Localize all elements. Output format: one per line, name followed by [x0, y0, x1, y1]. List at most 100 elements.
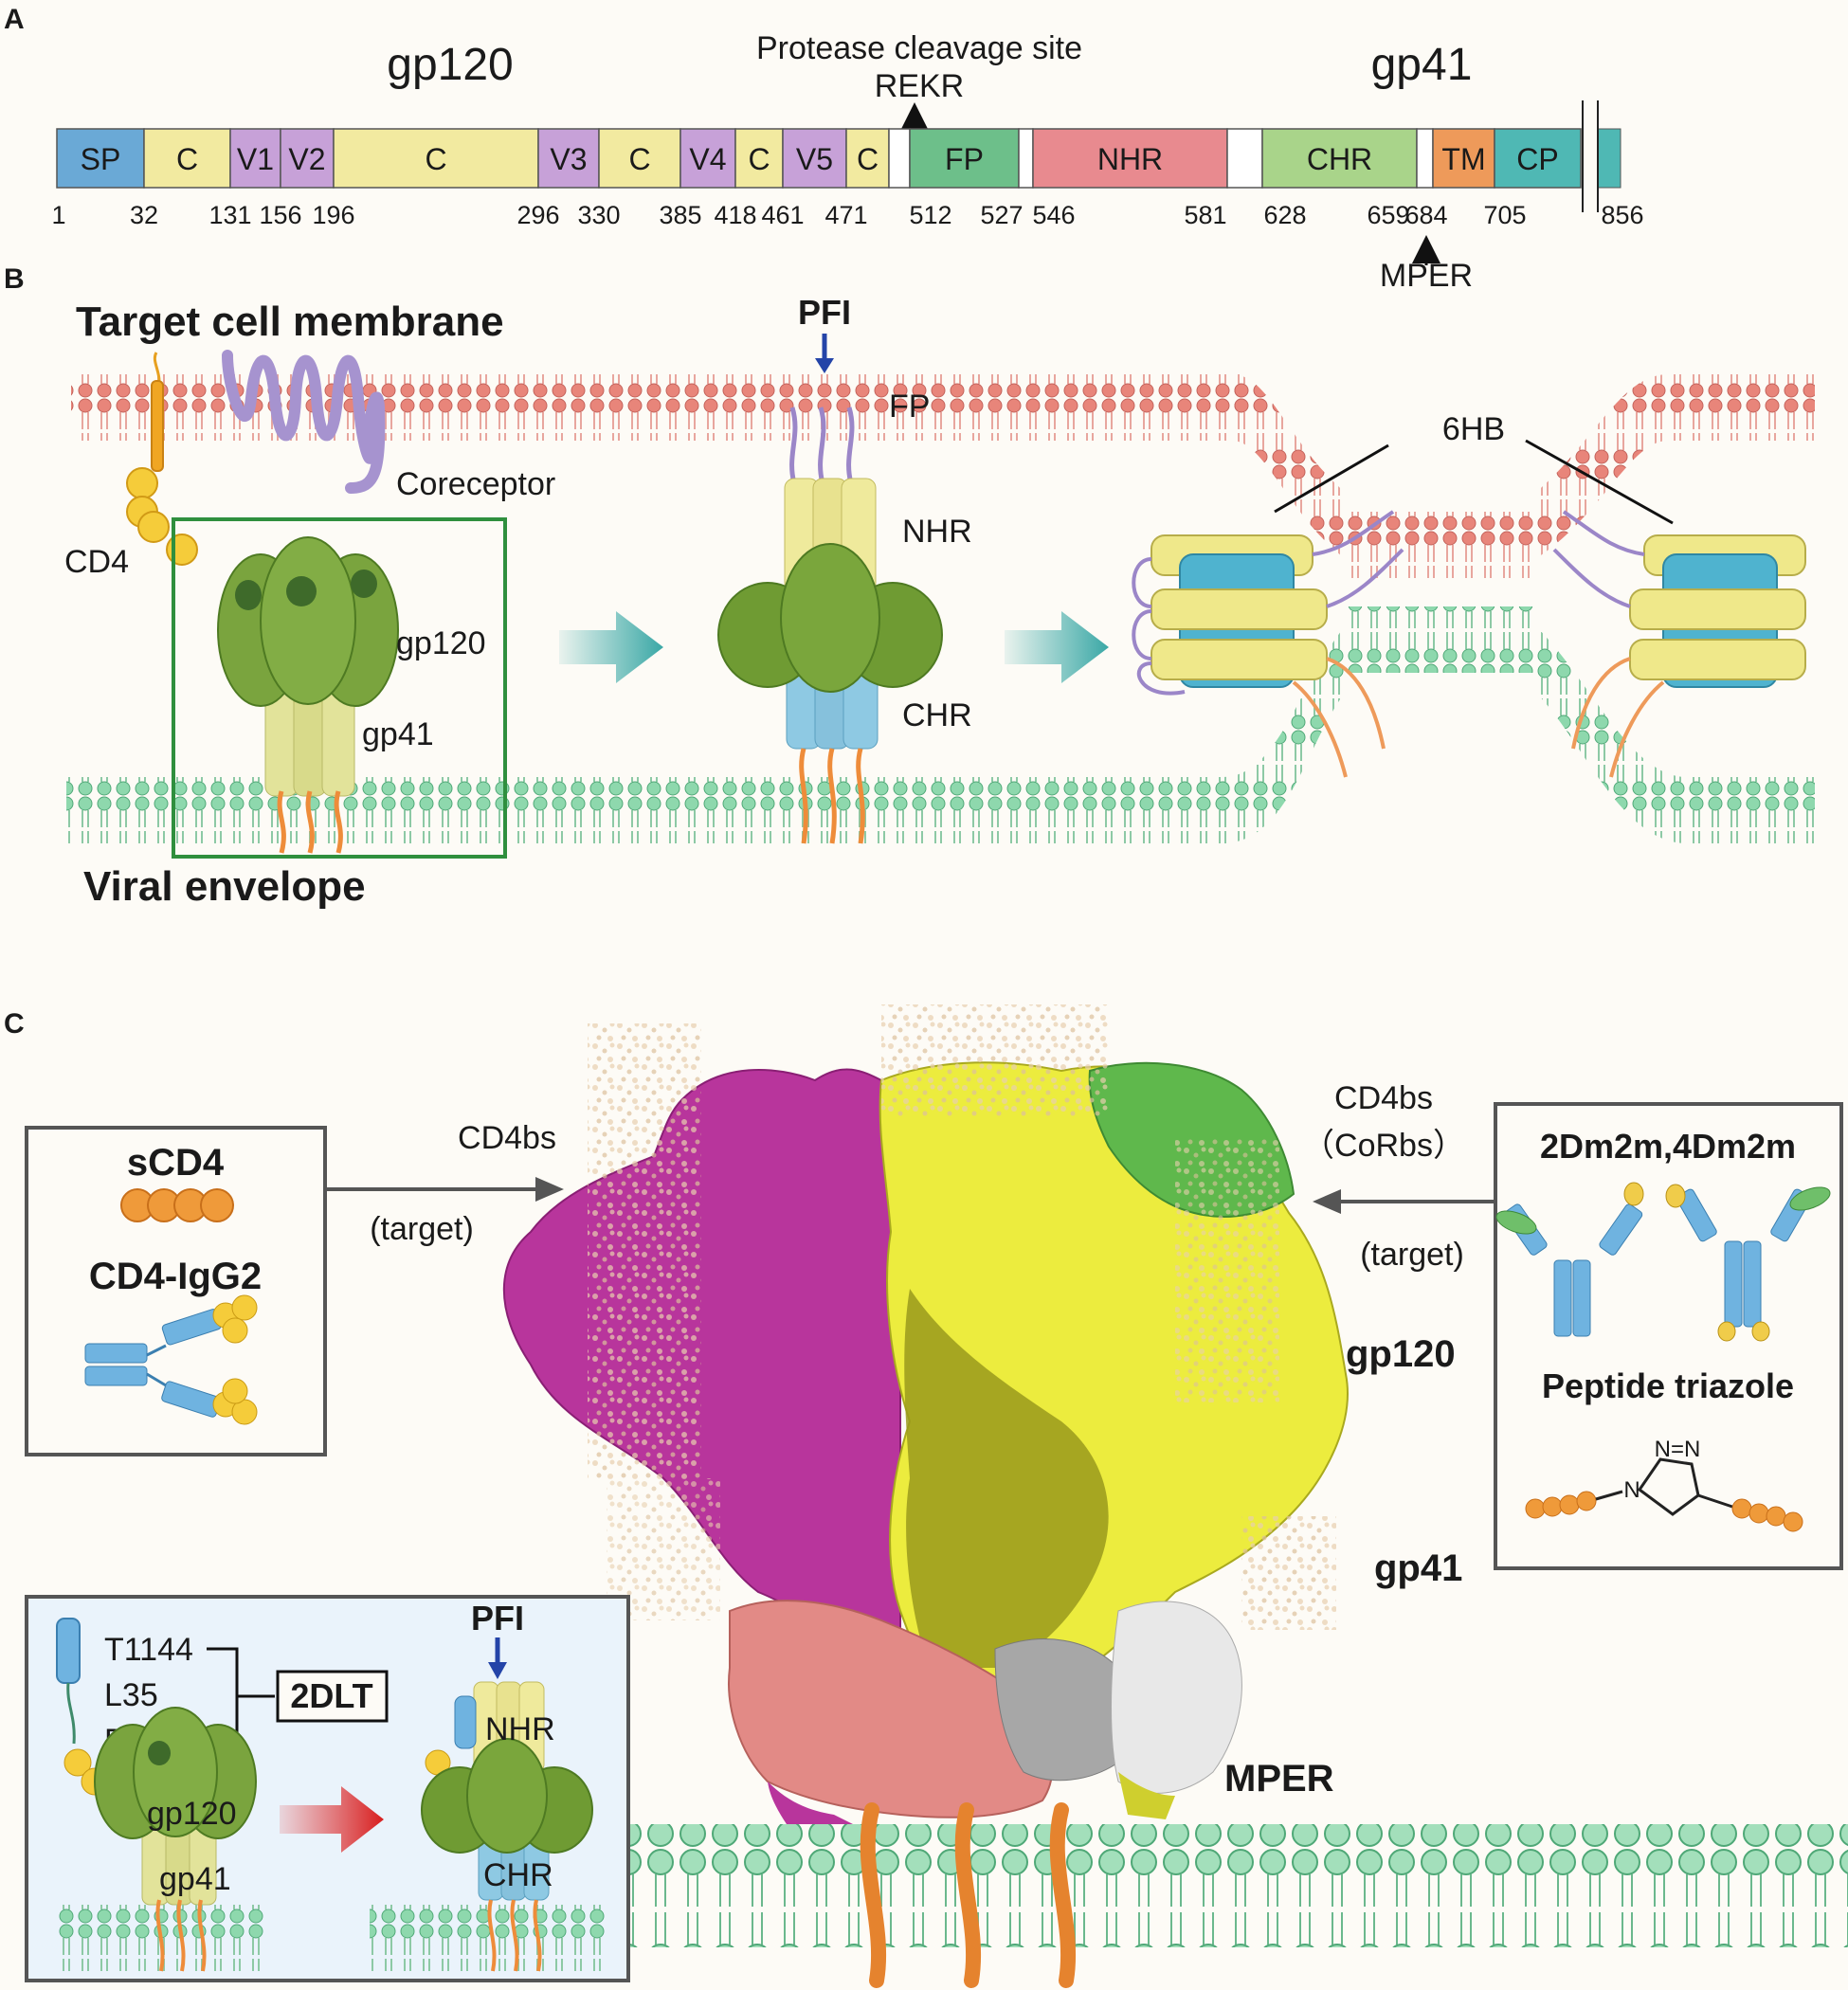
domain-segment — [1261, 128, 1418, 189]
prehairpin-intermediate — [717, 407, 943, 844]
domain-segment — [143, 128, 231, 189]
residue-position: 856 — [1601, 201, 1643, 229]
prefusion-trimer — [217, 536, 399, 854]
panel-b: B Target cell membrane Viral envelope CD… — [4, 263, 1815, 910]
domain-segment-label: CHR — [1307, 142, 1372, 176]
gp41-label-c: gp41 — [1374, 1547, 1462, 1589]
target-membrane-label: Target cell membrane — [76, 298, 504, 345]
domain-segment-label: C — [748, 142, 770, 176]
domain-segment — [1432, 128, 1495, 189]
panel-letter-b: B — [4, 263, 25, 295]
env-trimer-structure — [502, 1004, 1349, 1824]
dm2m-label: 2Dm2m,4Dm2m — [1540, 1127, 1796, 1166]
mper-label-c: MPER — [1224, 1758, 1334, 1800]
domain-segment-label: C — [425, 142, 446, 176]
nhr-label-c: NHR — [485, 1711, 555, 1747]
corbs-label: （CoRbs） — [1302, 1128, 1465, 1164]
triazole-structure-icon — [1525, 1457, 1803, 1532]
domain-segment — [1494, 128, 1582, 189]
domain-segment-label: SP — [81, 142, 121, 176]
gp120-label-b: gp120 — [396, 625, 486, 661]
rekr-label: REKR — [875, 68, 964, 104]
residue-position: 546 — [1032, 201, 1075, 229]
domain-segment-label: V2 — [288, 142, 325, 176]
residue-position: 131 — [208, 201, 251, 229]
residue-position: 330 — [577, 201, 620, 229]
target-membrane-dip-left — [1232, 374, 1346, 559]
domain-segment-label: V5 — [796, 142, 833, 176]
domain-segment-label: V1 — [237, 142, 274, 176]
transition-arrow-1 — [559, 611, 663, 683]
domain-segment-label: C — [176, 142, 198, 176]
viral-envelope-rise — [1346, 606, 1535, 673]
t1144-label: T1144 — [104, 1632, 193, 1668]
domain-segment — [782, 128, 847, 189]
twodlt-box — [276, 1670, 389, 1723]
dm2m-box — [1494, 1102, 1843, 1570]
fp-label-b: FP — [889, 389, 930, 425]
triazole-nn-label: N=N — [1655, 1437, 1701, 1462]
residue-position: 705 — [1483, 201, 1526, 229]
residue-position: 196 — [312, 201, 354, 229]
target-label-right: (target) — [1360, 1237, 1464, 1273]
chr-label-b: CHR — [902, 697, 972, 733]
domain-segment-label: CP — [1516, 142, 1558, 176]
viral-envelope-left — [66, 777, 1232, 843]
inset-transition-arrow — [280, 1786, 384, 1853]
coreceptor-icon — [222, 350, 386, 494]
gp120-label-c: gp120 — [1346, 1333, 1456, 1375]
residue-position: 527 — [980, 201, 1023, 229]
mper-label-a: MPER — [1380, 258, 1473, 294]
residue-position: 659 — [1367, 201, 1409, 229]
residue-position: 684 — [1404, 201, 1447, 229]
cleavage-site-label: Protease cleavage site — [756, 30, 1082, 66]
coreceptor-label: Coreceptor — [396, 466, 555, 502]
l35-label: L35 — [104, 1677, 158, 1713]
residue-position: 418 — [714, 201, 756, 229]
residue-position: 471 — [824, 201, 867, 229]
domain-segment-label: C — [628, 142, 650, 176]
triazole-n-label: N — [1623, 1477, 1640, 1503]
inset-tm-right — [487, 1899, 542, 1972]
domain-segment-label: C — [857, 142, 879, 176]
inset-tm-left — [155, 1899, 207, 1972]
nhr-label-b: NHR — [902, 514, 972, 550]
sixhb-pointer-left — [1274, 443, 1389, 514]
viral-membrane-c — [630, 1824, 1848, 1947]
target-membrane-right — [1668, 374, 1815, 441]
prefusion-frame — [172, 517, 507, 859]
residue-position: 628 — [1263, 201, 1306, 229]
domain-segment — [888, 128, 911, 189]
antibody-icon-right — [1665, 1184, 1831, 1342]
viral-envelope-right — [1687, 777, 1815, 843]
six-helix-bundle-right — [1552, 510, 1806, 778]
domain-segment-label: V3 — [550, 142, 587, 176]
target-arrow-right-head — [1313, 1189, 1341, 1214]
residue-position: 296 — [516, 201, 559, 229]
pfi-label-b: PFI — [798, 293, 851, 332]
scd4-label: sCD4 — [127, 1142, 225, 1184]
sixhb-label: 6HB — [1442, 411, 1505, 447]
chr-label-c: CHR — [483, 1857, 553, 1893]
residue-position: 581 — [1184, 201, 1226, 229]
panel-letter-c: C — [4, 1008, 25, 1040]
cd4-igg2-label: CD4-IgG2 — [89, 1256, 262, 1297]
gp120-title: gp120 — [387, 40, 513, 90]
domain-segment — [734, 128, 784, 189]
antibody-icon-left — [1495, 1182, 1644, 1337]
domain-segment — [845, 128, 890, 189]
cd4bs-label-right: CD4bs — [1334, 1080, 1433, 1116]
pfi-label-c: PFI — [471, 1599, 524, 1637]
domain-segment — [1226, 128, 1263, 189]
domain-segment-label: NHR — [1097, 142, 1163, 176]
domain-segment — [229, 128, 281, 189]
domain-segment — [1032, 128, 1228, 189]
target-membrane-dip-right — [1535, 374, 1668, 559]
panel-letter-a: A — [4, 4, 25, 35]
cd4bs-label-left: CD4bs — [458, 1120, 556, 1156]
residue-position: 156 — [259, 201, 301, 229]
residue-position: 461 — [761, 201, 804, 229]
